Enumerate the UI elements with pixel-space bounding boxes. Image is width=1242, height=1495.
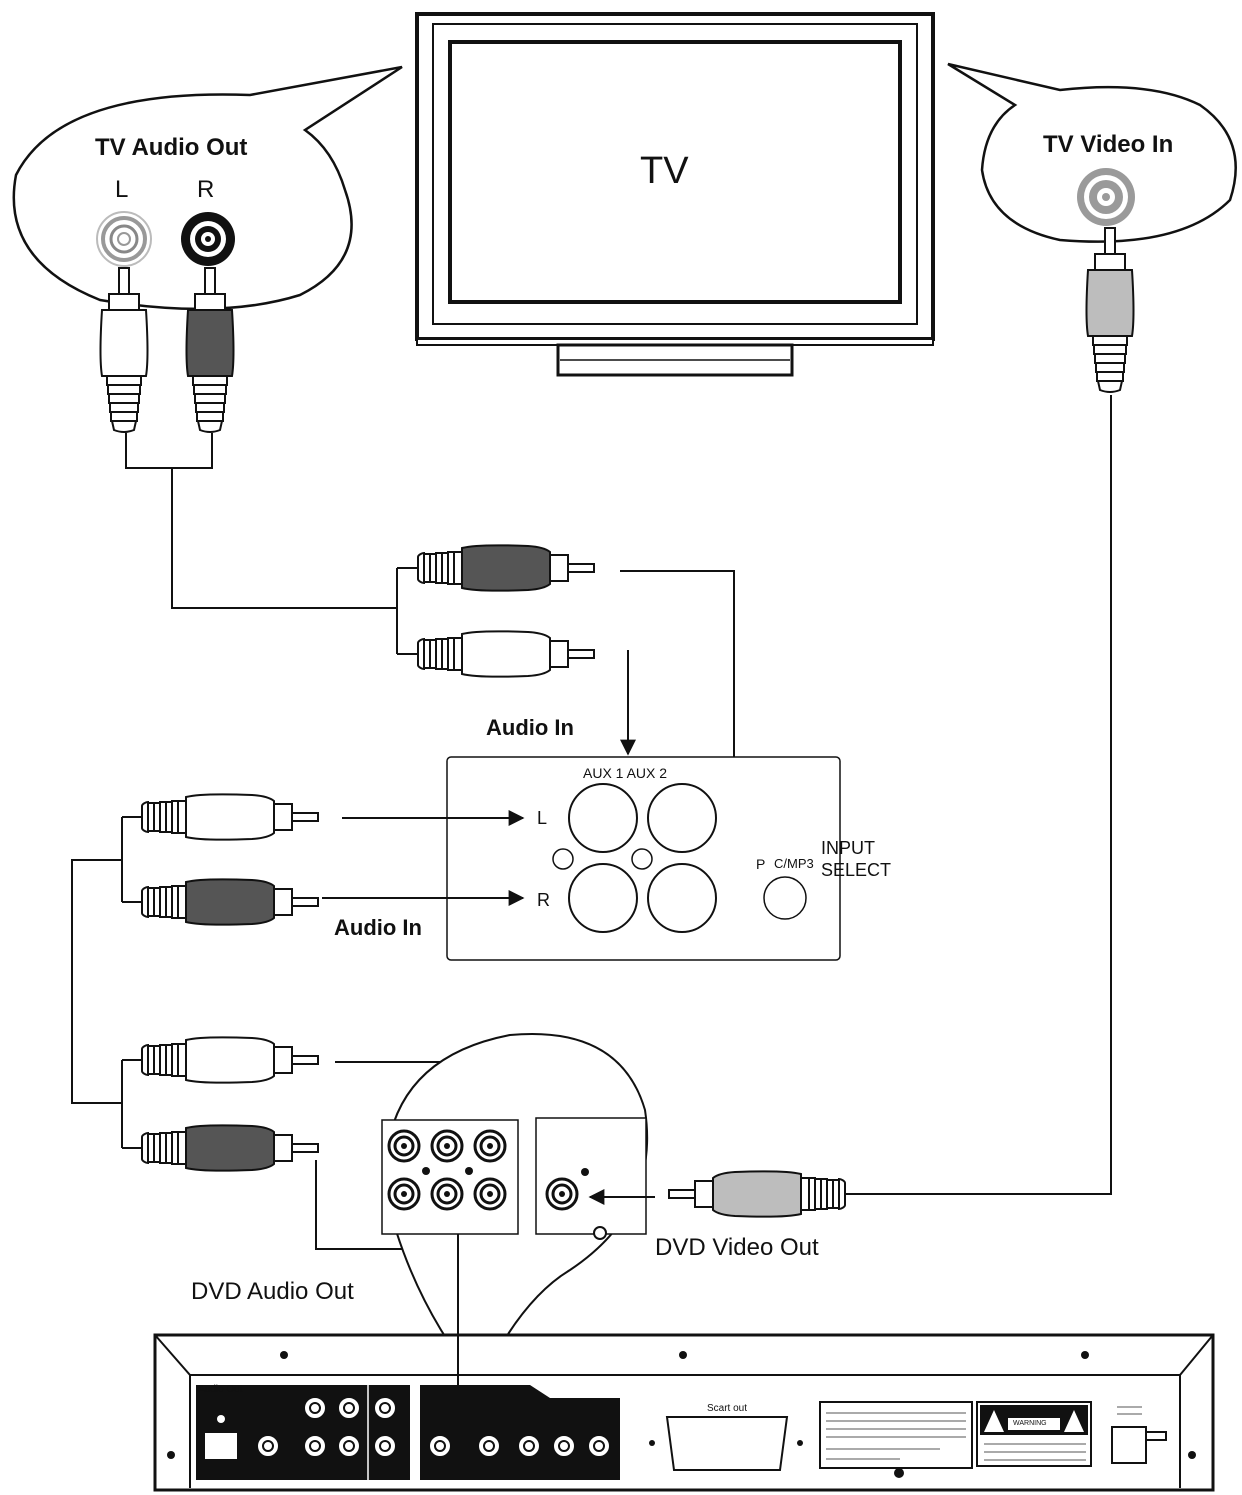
tv-audio-cable	[125, 433, 418, 655]
tv-audio-out-r-jack	[181, 212, 235, 266]
amp-left-label: L	[537, 808, 548, 828]
dvd-audio-out-label: DVD Audio Out	[191, 1278, 354, 1305]
tv-audio-out-title: TV Audio Out	[95, 134, 248, 161]
tv-video-in-jack	[1077, 168, 1135, 226]
dvd-video-out-label: DVD Video Out	[655, 1234, 819, 1261]
dvd-zoom-bubble	[381, 1033, 655, 1387]
amp-p-label: P	[756, 856, 766, 872]
panel-audio-out-label: Audio Out	[198, 1384, 243, 1395]
amp-cmp3-label: C/MP3	[774, 856, 814, 871]
tv-video-in-bubble	[947, 62, 1237, 243]
panel-warning-label: WARNING	[1013, 1420, 1047, 1427]
amp-in-plug-dark	[417, 544, 595, 592]
panel-video-out-label: Video Out	[567, 1384, 612, 1395]
tv-video-in-title: TV Video In	[1043, 131, 1174, 158]
amp-select-label: SELECT	[821, 860, 892, 880]
dvd-audio-plug-white	[141, 1036, 319, 1084]
amp-aux-header: AUX 1 AUX 2	[583, 765, 668, 781]
dvd-rear-panel	[153, 1333, 1215, 1492]
tv-audio-out-left-label: L	[115, 176, 129, 203]
amplifier-panel	[446, 756, 841, 961]
amp-in-plug-white	[417, 630, 595, 678]
amp-audio-in-bottom-label: Audio In	[334, 915, 422, 940]
tv-label: TV	[640, 150, 689, 192]
panel-scart-label: Scart out	[707, 1403, 748, 1414]
video-cable	[845, 395, 1112, 1195]
audio-link-cable	[71, 816, 142, 1149]
amp-audio-in-top-label: Audio In	[486, 715, 574, 740]
amp-l-plug	[141, 793, 319, 841]
tv-set	[415, 12, 935, 377]
dvd-audio-plug-dark	[141, 1124, 319, 1172]
amp-right-label: R	[537, 890, 550, 910]
dvd-video-plug	[668, 1170, 846, 1218]
amp-input-label: INPUT	[821, 838, 875, 858]
tv-video-plug	[1085, 227, 1135, 393]
tv-audio-out-l-jack	[96, 211, 152, 267]
amp-r-plug	[141, 878, 319, 926]
tv-audio-out-right-label: R	[197, 176, 215, 203]
